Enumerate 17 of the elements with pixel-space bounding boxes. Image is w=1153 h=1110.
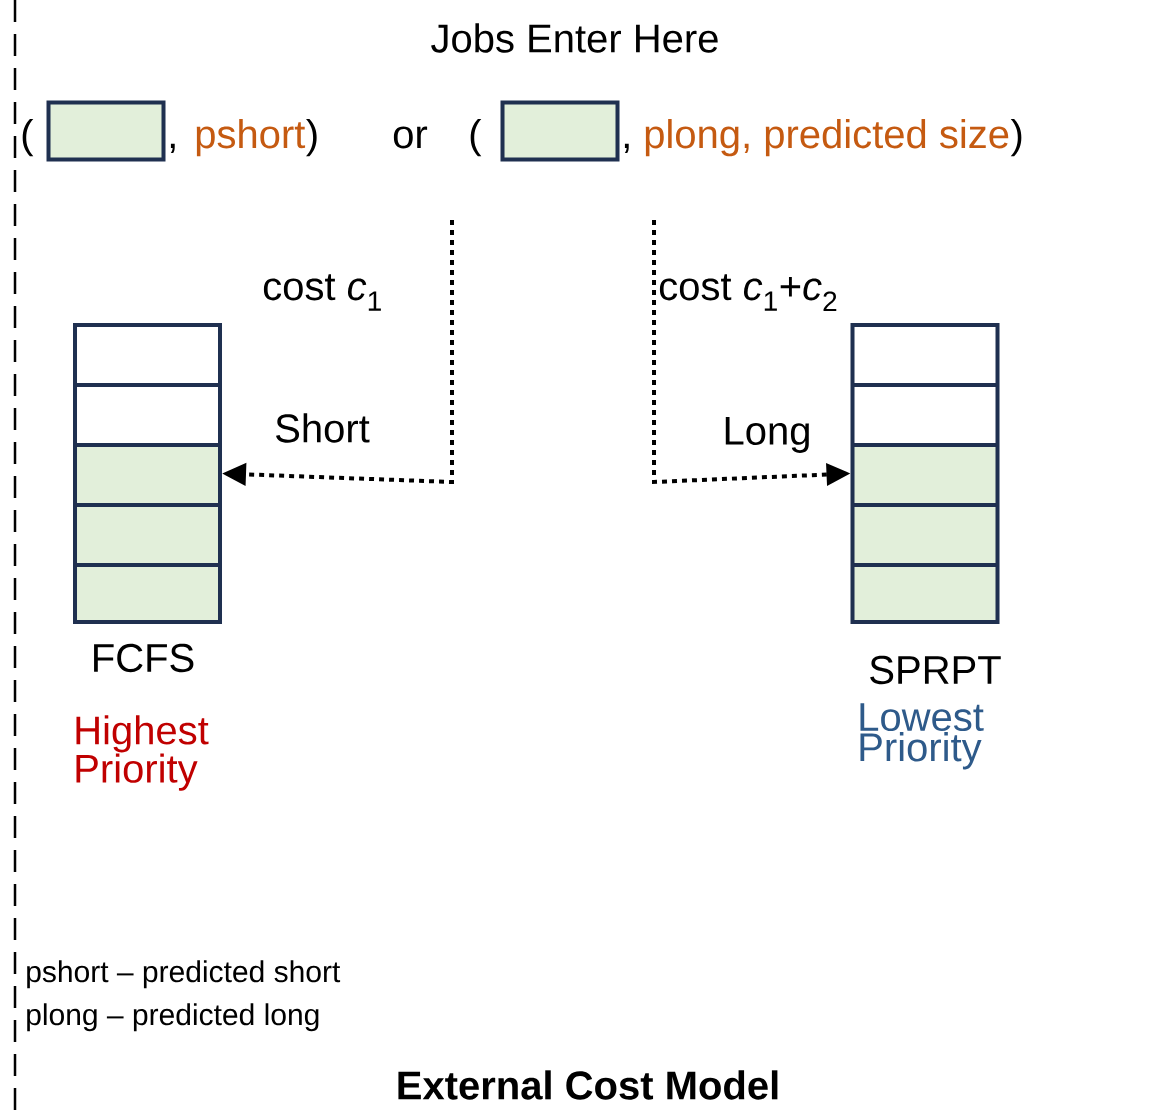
queue-drawing <box>850 323 1000 624</box>
tuple-text: plong, predicted size <box>645 119 1009 157</box>
queue-drawing <box>73 323 222 624</box>
footnote: pshort – predicted short <box>27 960 341 989</box>
bracket: ) <box>1010 119 1022 157</box>
job-box <box>500 100 620 162</box>
footnote: plong – predicted long <box>27 1003 319 1032</box>
edge-label: Long <box>725 417 809 453</box>
edge-label: Short <box>276 413 370 443</box>
conjunction: or <box>393 126 428 149</box>
priority-label: Highest Priority <box>76 715 209 791</box>
caption: External Cost Model <box>398 1070 778 1100</box>
bracket: ) <box>306 119 317 157</box>
queue-name: SPRPT <box>870 655 1001 685</box>
job-box <box>46 100 166 162</box>
queue-name: FCFS <box>94 643 194 673</box>
priority-label: Lowest Priority <box>860 703 984 770</box>
